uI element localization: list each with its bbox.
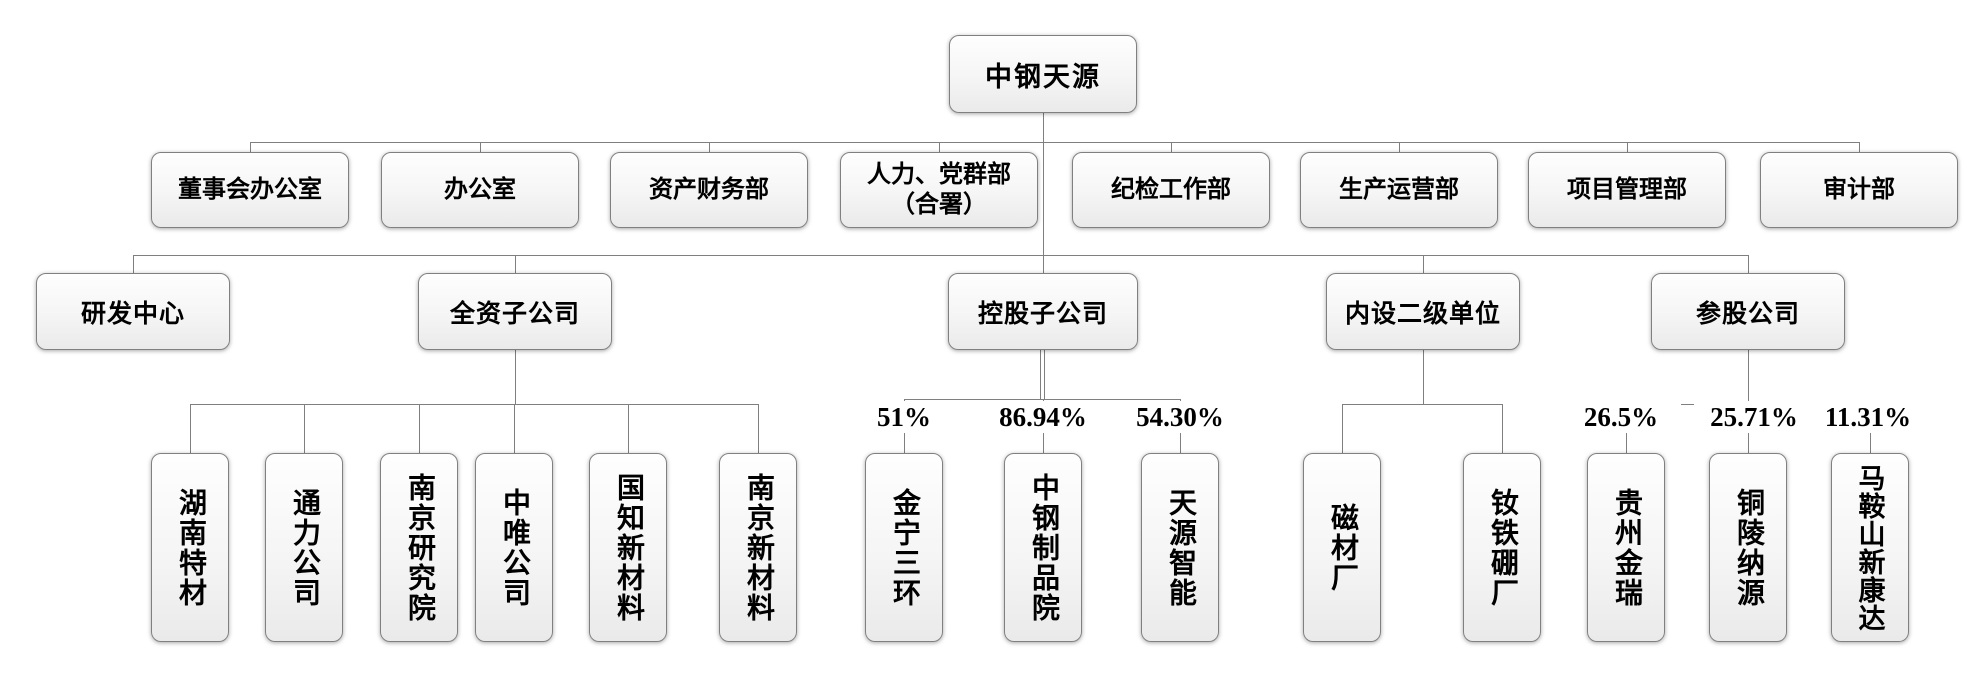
connector-stub (1859, 142, 1860, 152)
connector-stub (133, 255, 134, 273)
connector-stub (1502, 404, 1503, 453)
connector-stub (515, 255, 516, 273)
connector-holding-double-drop (1040, 350, 1045, 399)
dept-label: 纪检工作部 (1111, 177, 1231, 203)
connector-stub (480, 142, 481, 152)
connector-root-vertical (1043, 113, 1044, 273)
equity-box-guizhou-jinrui: 贵州金瑞 (1587, 453, 1665, 642)
connector-stub (190, 404, 191, 453)
subsidiary-box-jinning-sanhuan: 金宁三环 (865, 453, 943, 642)
connector-equity-drop (1748, 350, 1749, 404)
subsidiary-label: 通力公司 (289, 487, 320, 608)
dept-box-general-office: 办公室 (381, 152, 579, 228)
subsidiary-label: 国知新材料 (613, 472, 644, 623)
dept-label: 办公室 (444, 177, 516, 203)
share-label-tongling-nayuan: 25.71% (1694, 401, 1814, 433)
equity-label: 马鞍山新康达 (1854, 463, 1885, 632)
connector-stub (514, 404, 515, 453)
root-label: 中钢天源 (985, 61, 1101, 92)
dept-label: 人力、党群部 （合署） (867, 162, 1011, 218)
subsidiary-label: 中钢制品院 (1028, 472, 1059, 623)
subsidiary-box-zhonggang-zhipinyuan: 中钢制品院 (1004, 453, 1082, 642)
share-label-zhonggang-zhipinyuan: 86.94% (983, 401, 1103, 433)
connector-internal-drop (1423, 350, 1424, 404)
subsidiary-box-guozhi-new-material: 国知新材料 (589, 453, 667, 642)
connector-departments-rail (250, 142, 1859, 143)
root-box-company: 中钢天源 (949, 35, 1137, 113)
subsidiary-box-nanjing-new-material: 南京新材料 (719, 453, 797, 642)
unit-box-ndfeb-factory: 钕铁硼厂 (1463, 453, 1541, 642)
connector-stub (758, 404, 759, 453)
dept-box-discipline: 纪检工作部 (1072, 152, 1270, 228)
unit-label: 磁材厂 (1327, 502, 1358, 593)
subsidiary-box-hunan-tecai: 湖南特材 (151, 453, 229, 642)
share-label-jinning-sanhuan: 51% (844, 401, 964, 433)
connector-stub (939, 142, 940, 152)
connector-stub (419, 404, 420, 453)
subsidiary-label: 中唯公司 (499, 487, 530, 608)
category-box-rd-center: 研发中心 (36, 273, 230, 350)
connector-wholly-owned-rail (190, 404, 758, 405)
dept-label: 资产财务部 (649, 177, 769, 203)
equity-label: 铜陵纳源 (1733, 487, 1764, 608)
unit-box-magnet-factory: 磁材厂 (1303, 453, 1381, 642)
connector-stub (1171, 142, 1172, 152)
dept-box-project-mgmt: 项目管理部 (1528, 152, 1726, 228)
subsidiary-box-tianyuan-zhineng: 天源智能 (1141, 453, 1219, 642)
dept-label: 审计部 (1823, 177, 1895, 203)
unit-label: 钕铁硼厂 (1487, 487, 1518, 608)
connector-stub (709, 142, 710, 152)
category-box-holding: 控股子公司 (948, 273, 1138, 350)
connector-stub (1342, 404, 1343, 453)
dept-box-audit: 审计部 (1760, 152, 1958, 228)
connector-stub (304, 404, 305, 453)
category-box-internal-units: 内设二级单位 (1326, 273, 1520, 350)
dept-label: 项目管理部 (1567, 177, 1687, 203)
share-label-tianyuan-zhineng: 54.30% (1120, 401, 1240, 433)
share-label-guizhou-jinrui: 26.5% (1561, 401, 1681, 433)
connector-stub (628, 404, 629, 453)
category-box-equity: 参股公司 (1651, 273, 1845, 350)
subsidiary-box-zhongwei: 中唯公司 (475, 453, 553, 642)
dept-label: 董事会办公室 (178, 177, 322, 203)
category-label: 全资子公司 (449, 300, 580, 328)
connector-wholly-owned-drop (515, 350, 516, 404)
category-label: 参股公司 (1695, 300, 1800, 328)
subsidiary-box-nanjing-institute: 南京研究院 (380, 453, 458, 642)
subsidiary-label: 金宁三环 (889, 487, 920, 608)
equity-label: 贵州金瑞 (1611, 487, 1642, 608)
equity-box-tongling-nayuan: 铜陵纳源 (1709, 453, 1787, 642)
subsidiary-label: 南京新材料 (743, 472, 774, 623)
subsidiary-label: 南京研究院 (404, 472, 435, 623)
dept-label: 生产运营部 (1339, 177, 1459, 203)
connector-stub (1627, 142, 1628, 152)
dept-box-production: 生产运营部 (1300, 152, 1498, 228)
category-label: 控股子公司 (977, 300, 1108, 328)
dept-box-board-office: 董事会办公室 (151, 152, 349, 228)
subsidiary-box-tongli: 通力公司 (265, 453, 343, 642)
category-label: 研发中心 (80, 300, 185, 328)
connector-internal-rail (1342, 404, 1502, 405)
share-label-maanshan-xinkangda: 11.31% (1808, 401, 1928, 433)
category-label: 内设二级单位 (1344, 300, 1501, 328)
connector-stub (250, 142, 251, 152)
connector-stub (1423, 255, 1424, 273)
connector-holding-rail (904, 399, 1180, 400)
equity-box-maanshan-xinkangda: 马鞍山新康达 (1831, 453, 1909, 642)
subsidiary-label: 湖南特材 (175, 487, 206, 608)
dept-box-asset-finance: 资产财务部 (610, 152, 808, 228)
subsidiary-label: 天源智能 (1165, 487, 1196, 608)
dept-box-hr-party: 人力、党群部 （合署） (840, 152, 1038, 228)
connector-stub (1748, 255, 1749, 273)
category-box-wholly-owned: 全资子公司 (418, 273, 612, 350)
connector-categories-rail (133, 255, 1748, 256)
connector-stub (1399, 142, 1400, 152)
